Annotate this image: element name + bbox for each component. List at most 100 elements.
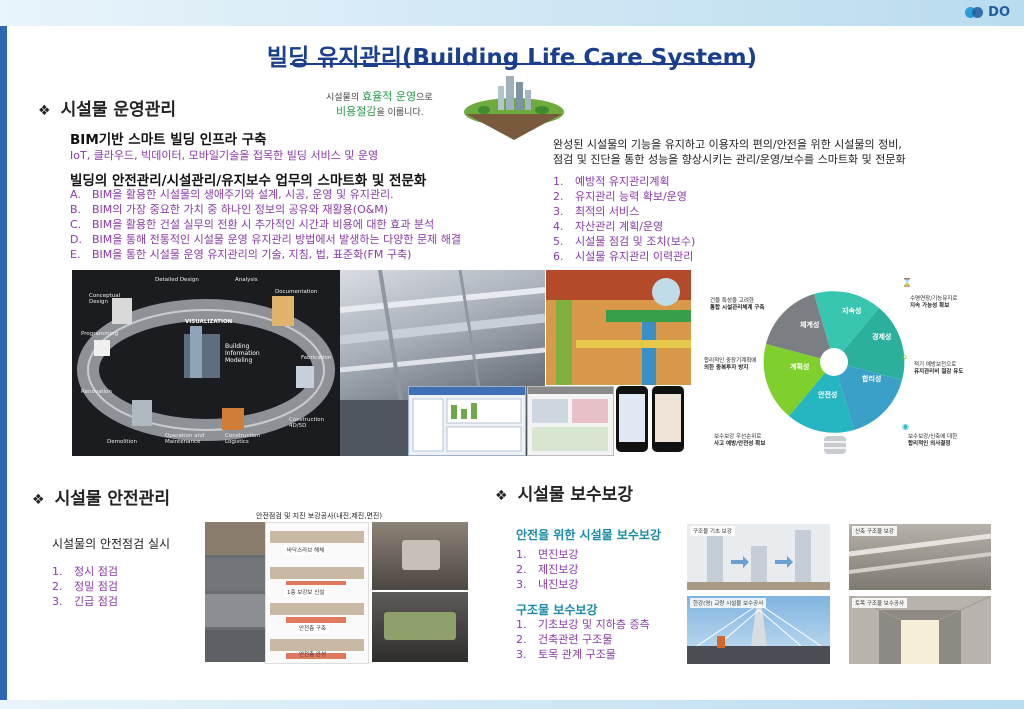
bridge-repair-photo: 한강(영) 교량 시설물 보수공사 <box>687 596 830 664</box>
floating-island-image <box>464 76 564 140</box>
operation-right-desc-2: 점검 및 진단을 통한 성능을 향상시키는 관리/운영/보수를 스마트화 및 전… <box>553 153 906 166</box>
step-label-3: 안전층 구축 <box>296 623 330 633</box>
operation-item-text: BIM을 활용한 건설 실무의 전환 시 추가적인 시간과 비용에 대한 효과 … <box>92 218 435 231</box>
bottom-banner <box>0 700 1024 709</box>
operation-right-item-number: 4. <box>553 220 564 233</box>
seismic-step-photos <box>205 522 265 662</box>
software-screen-graphic-2 <box>528 387 613 451</box>
operation-right-item-text: 시설물 유지관리 이력관리 <box>575 250 694 263</box>
page-title: 빌딩 유지관리(Building Life Care System) <box>266 45 758 71</box>
logo-mark-icon <box>965 4 985 21</box>
mobile-app-screenshot-1 <box>616 386 648 452</box>
operation-right-desc-1: 완성된 시설물의 기능을 유지하고 이용자의 편의/안전을 위한 시설물의 정비… <box>553 138 902 151</box>
operation-right-item: 5.시설물 점검 및 조치(보수) <box>553 234 695 249</box>
step-label-4: 안전층 완성 <box>299 652 327 658</box>
operation-item-list: A.BIM을 활용한 시설물의 생애주기와 설계, 시공, 운영 및 유지관리.… <box>70 187 461 262</box>
repair-sub2-item-number: 3. <box>516 648 527 661</box>
operation-item: C. BIM을 활용한 건설 실무의 전환 시 추가적인 시간과 비용에 대한 효… <box>70 217 461 232</box>
operation-item-number: C. <box>70 218 82 231</box>
operation-right-item-text: 예방적 유지관리계획 <box>575 175 670 188</box>
operation-right-item-text: 시설물 점검 및 조치(보수) <box>575 235 696 248</box>
repair-heading: ❖시설물 보수보강 <box>495 485 633 505</box>
bim-label-renovation: Renovation <box>81 389 112 395</box>
operation-right-item: 1.예방적 유지관리계획 <box>553 174 695 189</box>
brand-logo: DO <box>965 4 1010 21</box>
seismic-bearing-photo-2 <box>372 592 468 662</box>
operation-item: E. BIM을 통한 시설물 운영 유지관리의 기술, 지침, 법, 표준화(FM… <box>70 247 461 262</box>
operation-right-item-number: 2. <box>553 190 564 203</box>
operation-item-text: BIM을 통한 시설물 운영 유지관리의 기술, 지침, 법, 표준화(FM 구… <box>92 248 412 261</box>
value-wheel-graphic <box>763 291 905 454</box>
building-repair-photo: 신축 구조물 보강 <box>849 524 991 590</box>
operation-item-text: BIM을 통해 전통적인 시설물 운영 유지관리 방법에서 발생하는 다양한 문… <box>92 233 461 246</box>
safety-item-text: 정밀 점검 <box>74 580 118 593</box>
safety-item-text: 정시 점검 <box>74 565 118 578</box>
petal-systematic: 체계성 <box>800 321 820 329</box>
diamond-bullet-icon: ❖ <box>38 103 51 119</box>
building-repair-graphic <box>849 533 991 574</box>
operation-right-item: 2. 유지관리 능력 확보/운영 <box>553 189 695 204</box>
repair-sub1-item: 3.내진보강 <box>516 577 578 592</box>
tunnel-repair-photo: 토목 구조물 보수공사 <box>849 596 991 664</box>
seismic-step-graphic <box>270 531 364 659</box>
operation-right-item-number: 3. <box>553 205 564 218</box>
bim-label-documentation: Documentation <box>275 289 318 295</box>
operation-sub1-title: BIM기반 스마트 빌딩 인프라 구축 <box>70 132 267 148</box>
left-accent-bar <box>0 26 7 709</box>
bim-label-operation-maintenance: Operation and Maintenance <box>165 433 205 445</box>
bim-label-conceptual-design: Conceptual Design <box>89 293 121 305</box>
hourglass-icon: ⌛ <box>902 278 912 287</box>
operation-right-item-text: 유지관리 능력 확보/운영 <box>575 190 687 203</box>
safety-item-number: 1. <box>52 565 63 578</box>
repair-sub1-title: 안전을 위한 시설물 보수보강 <box>516 528 662 542</box>
operation-item-number: E. <box>70 248 81 261</box>
diamond-bullet-icon: ❖ <box>495 488 508 504</box>
operation-sub2-title: 빌딩의 안전관리/시설관리/유지보수 업무의 스마트화 및 전문화 <box>70 173 427 189</box>
software-screen-graphic-1 <box>409 387 525 452</box>
operation-sub1-desc: IoT, 클라우드, 빅데이터, 모바일기술을 접목한 빌딩 서비스 및 운영 <box>70 149 379 162</box>
operation-right-item: 3.최적의 서비스 <box>553 204 695 219</box>
safety-item-text: 긴급 점검 <box>74 595 118 608</box>
bim-label-center: Building Information Modeling <box>225 343 260 364</box>
bim-label-construction-logistics: Construction Logistics <box>225 433 261 445</box>
operation-right-item: 6.시설물 유지관리 이력관리 <box>553 249 695 264</box>
operation-item: A.BIM을 활용한 시설물의 생애주기와 설계, 시공, 운영 및 유지관리. <box>70 187 461 202</box>
software-screenshot-1 <box>408 386 526 456</box>
repair-sub1-item-number: 1. <box>516 548 527 561</box>
bim-label-construction-4d5d: Construction 4D/5D <box>289 417 325 429</box>
seismic-step-diagrams: 바닥스라브 해체 1층 보강보 신설 안전층 구축 안전층 완성 <box>265 522 369 664</box>
signal-icon: ◉ <box>902 422 909 431</box>
operation-item: D.BIM을 통해 전통적인 시설물 운영 유지관리 방법에서 발생하는 다양한… <box>70 232 461 247</box>
operation-item: B.BIM의 가장 중요한 가치 중 하나인 정보의 공유와 재활용(O&M) <box>70 202 461 217</box>
bridge-graphic <box>687 600 830 664</box>
operation-item-text: BIM을 활용한 시설물의 생애주기와 설계, 시공, 운영 및 유지관리. <box>92 188 394 201</box>
repair-sub2-item-number: 2. <box>516 633 527 646</box>
repair-sub1-item: 1.면진보강 <box>516 547 578 562</box>
safety-item-number: 2. <box>52 580 63 593</box>
petal-sustainability: 지속성 <box>842 307 862 315</box>
bim-label-detailed-design: Detailed Design <box>155 277 199 283</box>
safety-photo-caption: 안전점검 및 지진 보강공사(내진,제진,면진) <box>256 512 383 520</box>
pipe-bim-model-image <box>546 270 691 385</box>
repair-sub1-item: 2.제진보강 <box>516 562 578 577</box>
petal-rationality: 합리성 <box>862 375 882 383</box>
tunnel-graphic <box>849 596 991 664</box>
safety-item-list: 1. 정시 점검 2. 정밀 점검 3. 긴급 점검 <box>52 564 118 609</box>
safety-item-number: 3. <box>52 595 63 608</box>
mobile-app-screenshot-2 <box>652 386 684 452</box>
bim-label-analysis: Analysis <box>235 277 258 283</box>
repair-sub1-item-text: 내진보강 <box>538 578 579 591</box>
operation-right-item: 4.자산관리 계획/운영 <box>553 219 695 234</box>
repair-sub2-title: 구조물 보수보강 <box>516 603 598 617</box>
repair-photo-tag-2: 신축 구조물 보강 <box>852 526 897 536</box>
safety-item: 2. 정밀 점검 <box>52 579 118 594</box>
seismic-bearing-photo-1 <box>372 522 468 590</box>
top-banner <box>0 0 1024 26</box>
repair-sub2-item-text: 기초보강 및 지하층 증측 <box>538 618 650 631</box>
repair-photo-tag-4: 토목 구조물 보수공사 <box>852 598 908 608</box>
